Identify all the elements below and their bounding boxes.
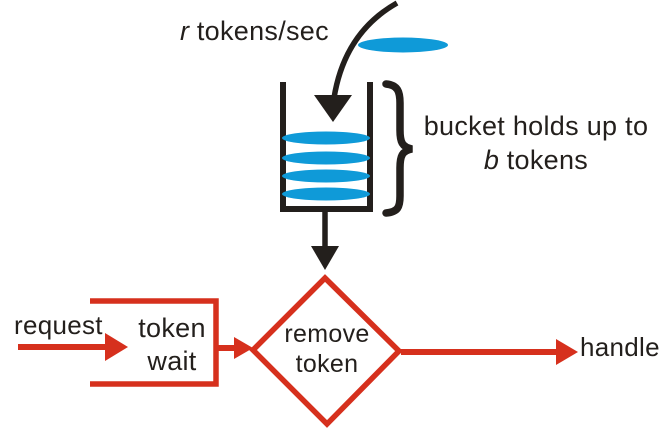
handle-arrow-icon [401,339,578,365]
token-ellipse [282,131,370,145]
box-to-diamond-arrow-head [234,337,253,359]
token-ellipse [282,187,370,201]
down-arrow-head [311,246,339,270]
token-wait-box [90,298,219,387]
decision-diamond [249,274,403,428]
request-arrow-head [105,333,128,361]
handle-label: handle [580,332,660,362]
box-to-diamond-arrow-icon [216,337,253,359]
token-ellipse [282,169,370,183]
curved-inflow-arrow-icon [314,0,399,122]
capacity-variable: b [483,145,500,175]
capacity-units: tokens [506,145,589,175]
remove-token-line1: remove [284,320,370,348]
request-arrow-icon [18,333,128,361]
remove-token-label: remove token [257,319,397,379]
remove-token-line2: token [295,350,359,378]
incoming-token-icon [358,37,448,53]
token-wait-line1: token [138,313,206,343]
token-wait-line2: wait [147,346,197,376]
request-label: request [14,310,103,340]
handle-arrow-head [556,339,578,365]
curved-arrow-stem [331,0,399,99]
token-wait-label: token wait [112,312,232,378]
token-ellipse [282,151,370,165]
curved-arrow-head [314,95,352,122]
bucket-tokens [282,131,370,201]
right-curly-brace-icon [382,80,413,217]
rate-variable: r [180,16,190,46]
capacity-line1: bucket holds up to [423,111,649,141]
down-arrow-icon [311,211,339,270]
rate-units: tokens/sec [196,16,329,46]
bucket-icon [280,82,373,212]
